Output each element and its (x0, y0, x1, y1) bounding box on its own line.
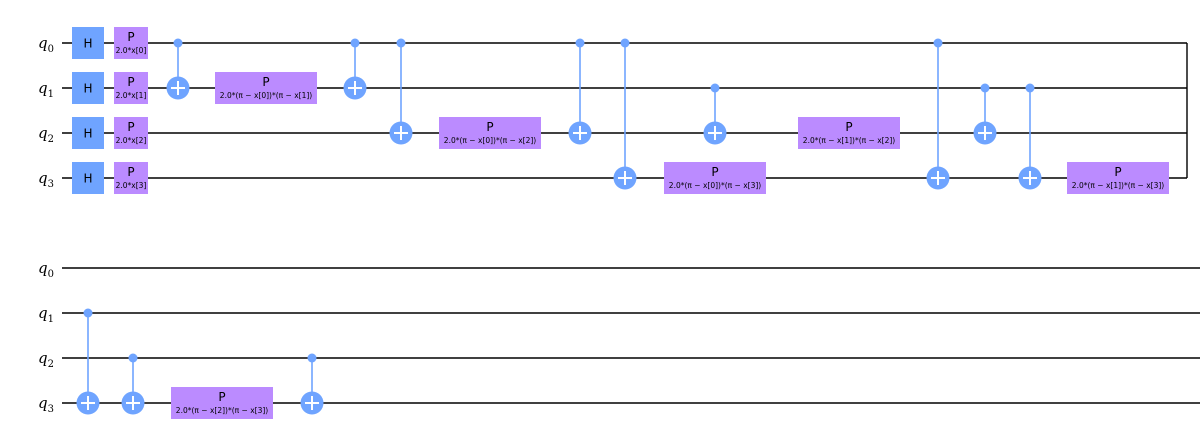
p-gate-label: P (127, 75, 134, 89)
cnot-control-dot (980, 83, 990, 93)
cnot-control-dot (83, 308, 93, 318)
circuit-row-1: q0 q1 q2 q3 H H H H P 2.0*x[0] P 2.0*x[1] P 2.0*x[2] P… (38, 27, 1188, 194)
qubit-label-q1: q1 (38, 79, 54, 100)
p-gate-parameter: 2.0*(π − x[1])*(π − x[2]) (803, 136, 895, 145)
qubit-label-q0: q0 (38, 259, 54, 280)
qubit-label-q1: q1 (38, 304, 54, 325)
p-gate-parameter: 2.0*(π − x[0])*(π − x[1]) (220, 91, 312, 100)
cnot-control-dot (307, 353, 317, 363)
p-gate-q1 (114, 72, 148, 104)
p-gate-q2 (114, 117, 148, 149)
p-gate-q1 (215, 72, 317, 104)
cnot-control-dot (173, 38, 183, 48)
cnot-control-dot (350, 38, 360, 48)
qubit-label-q3: q3 (38, 169, 54, 190)
h-gate-q0 (72, 27, 104, 59)
p-gate-label: P (845, 120, 852, 134)
p-gate-q3 (664, 162, 766, 194)
qubit-label-q3: q3 (38, 394, 54, 415)
cnot-control-dot (575, 38, 585, 48)
p-gate-label: P (127, 165, 134, 179)
p-gate-label: P (486, 120, 493, 134)
p-gate-parameter: 2.0*x[3] (116, 181, 147, 190)
p-gate-q2 (798, 117, 900, 149)
cnot-control-dot (933, 38, 943, 48)
p-gate-parameter: 2.0*x[1] (116, 91, 147, 100)
p-gate-label: P (127, 120, 134, 134)
p-gate-parameter: 2.0*(π − x[2])*(π − x[3]) (176, 406, 268, 415)
p-gate-q3 (171, 387, 273, 419)
p-gate-parameter: 2.0*x[0] (116, 46, 147, 55)
p-gate-label: P (711, 165, 718, 179)
h-gate-q2 (72, 117, 104, 149)
p-gate-parameter: 2.0*(π − x[1])*(π − x[3]) (1072, 181, 1164, 190)
p-gate-label: P (218, 390, 225, 404)
h-gate-label: H (83, 82, 92, 96)
p-gate-label: P (127, 30, 134, 44)
h-gate-label: H (83, 172, 92, 186)
p-gate-q3 (114, 162, 148, 194)
h-gate-label: H (83, 127, 92, 141)
p-gate-parameter: 2.0*x[2] (116, 136, 147, 145)
p-gate-q2 (439, 117, 541, 149)
h-gate-q1 (72, 72, 104, 104)
cnot-control-dot (396, 38, 406, 48)
h-gate-q3 (72, 162, 104, 194)
p-gate-parameter: 2.0*(π − x[0])*(π − x[3]) (669, 181, 761, 190)
p-gate-parameter: 2.0*(π − x[0])*(π − x[2]) (444, 136, 536, 145)
p-gate-q3 (1067, 162, 1169, 194)
cnot-control-dot (128, 353, 138, 363)
cnot-control-dot (710, 83, 720, 93)
qubit-label-q2: q2 (38, 349, 54, 370)
cnot-control-dot (620, 38, 630, 48)
qubit-label-q2: q2 (38, 124, 54, 145)
h-gate-label: H (83, 37, 92, 51)
p-gate-label: P (1114, 165, 1121, 179)
cnot-control-dot (1025, 83, 1035, 93)
p-gate-label: P (262, 75, 269, 89)
circuit-row-2: q0 q1 q2 q3 P 2.0*(π − x[2])*(π − x[3]) (38, 259, 1200, 419)
p-gate-q0 (114, 27, 148, 59)
qubit-label-q0: q0 (38, 34, 54, 55)
